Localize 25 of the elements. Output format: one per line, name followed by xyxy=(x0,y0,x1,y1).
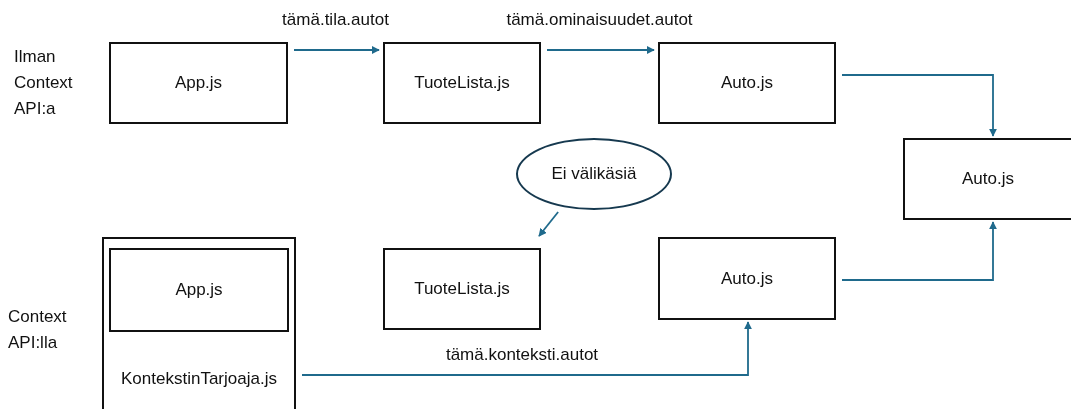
component-box xyxy=(658,42,836,124)
node-label: KontekstinTarjoaja.js xyxy=(121,369,277,389)
component-box xyxy=(383,248,541,330)
arrow xyxy=(293,46,380,54)
component-box xyxy=(383,42,541,124)
arrow xyxy=(841,221,997,281)
arrow xyxy=(538,211,559,237)
node-label: App.js xyxy=(174,73,223,93)
arrow xyxy=(841,74,997,137)
arrow xyxy=(546,46,655,54)
node-label: Auto.js xyxy=(721,73,773,93)
node-label: Auto.js xyxy=(721,268,773,289)
row-label: Context API:lla xyxy=(8,306,68,354)
row-label: Ilman Context API:a xyxy=(14,46,74,120)
component-box xyxy=(109,248,289,332)
node-label: Ei välikäsiä xyxy=(551,164,637,184)
component-box xyxy=(903,138,1071,220)
node-label: App.js xyxy=(175,280,223,300)
arrow xyxy=(301,321,752,376)
node-label: TuoteLista.js xyxy=(414,73,510,93)
node-label: Auto.js xyxy=(962,169,1014,189)
container-box xyxy=(102,237,296,409)
node-label: TuoteLista.js xyxy=(414,279,510,299)
component-box xyxy=(658,237,836,320)
component-box xyxy=(109,42,288,124)
